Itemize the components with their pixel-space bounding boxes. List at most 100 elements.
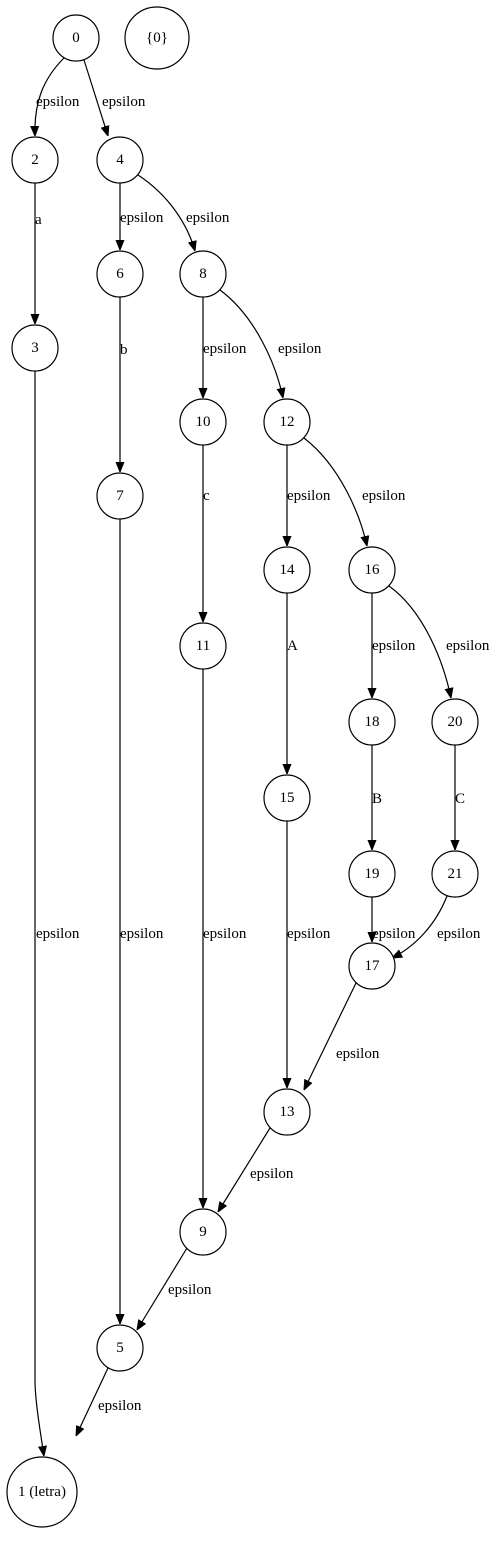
- state-node-4: 4: [96, 136, 144, 184]
- edge-label-4-to-6: epsilon: [120, 210, 164, 226]
- edge-label-16-to-18: epsilon: [372, 638, 416, 654]
- edge-16-to-20: [388, 585, 451, 698]
- state-node-12: 12: [263, 398, 311, 446]
- state-node-5: 5: [96, 1324, 144, 1372]
- state-node-10: 10: [179, 398, 227, 446]
- state-circle: [348, 546, 396, 594]
- state-circle: [348, 942, 396, 990]
- state-label: 2: [31, 152, 39, 168]
- state-circle: [263, 398, 311, 446]
- edge-5-to-1: [76, 1367, 109, 1436]
- state-node-6: 6: [96, 250, 144, 298]
- state-node-1: 1 (letra): [6, 1456, 78, 1528]
- edge-label-0-to-2: epsilon: [36, 94, 80, 110]
- state-circle: [179, 1208, 227, 1256]
- edge-label-3-to-1: epsilon: [36, 926, 80, 942]
- state-node-20: 20: [431, 698, 479, 746]
- edge-label-19-to-17: epsilon: [372, 926, 416, 942]
- state-circle: [431, 850, 479, 898]
- state-circle: [263, 546, 311, 594]
- state-label: 6: [116, 266, 124, 282]
- edge-label-0-to-4: epsilon: [102, 94, 146, 110]
- state-circle: [96, 472, 144, 520]
- state-circle: [348, 698, 396, 746]
- edge-label-11-to-9: epsilon: [203, 926, 247, 942]
- state-label: 0: [72, 30, 80, 46]
- state-circle: [431, 698, 479, 746]
- state-set-ellipse: [124, 6, 190, 70]
- state-label: 5: [116, 1340, 124, 1356]
- edge-0-to-4: [83, 59, 108, 136]
- state-label: 17: [365, 958, 381, 974]
- edge-label-13-to-9: epsilon: [250, 1166, 294, 1182]
- state-label: 20: [448, 714, 463, 730]
- state-circle: [11, 324, 59, 372]
- state-node-11: 11: [179, 622, 227, 670]
- state-circle: [96, 136, 144, 184]
- state-node-3: 3: [11, 324, 59, 372]
- state-node-13: 13: [263, 1088, 311, 1136]
- edge-0-to-2: [35, 57, 65, 136]
- state-label: 16: [365, 562, 381, 578]
- edge-label-8-to-12: epsilon: [278, 341, 322, 357]
- state-node-19: 19: [348, 850, 396, 898]
- state-circle: [179, 398, 227, 446]
- edge-label-4-to-8: epsilon: [186, 210, 230, 226]
- state-label: 21: [448, 866, 463, 882]
- state-label: 12: [280, 414, 295, 430]
- edge-9-to-5: [137, 1247, 188, 1330]
- state-node-0: 0: [52, 14, 100, 62]
- edge-label-6-to-7: b: [120, 342, 128, 358]
- state-circle: [6, 1456, 78, 1528]
- state-circle: [348, 850, 396, 898]
- state-node-17: 17: [348, 942, 396, 990]
- state-node-21: 21: [431, 850, 479, 898]
- edge-label-9-to-5: epsilon: [168, 1282, 212, 1298]
- state-label: 7: [116, 488, 124, 504]
- state-node-16: 16: [348, 546, 396, 594]
- edge-label-16-to-20: epsilon: [446, 638, 490, 654]
- state-node-14: 14: [263, 546, 311, 594]
- edge-8-to-12: [219, 289, 283, 398]
- edge-label-2-to-3: a: [35, 212, 42, 228]
- state-label: 1 (letra): [18, 1484, 66, 1500]
- edge-13-to-9: [218, 1127, 271, 1212]
- state-circle: [179, 250, 227, 298]
- state-circle: [96, 250, 144, 298]
- edge-label-14-to-15: A: [287, 638, 298, 654]
- edge-label-5-to-1: epsilon: [98, 1398, 142, 1414]
- state-label: 10: [196, 414, 211, 430]
- state-circle: [263, 1088, 311, 1136]
- edge-label-12-to-14: epsilon: [287, 488, 331, 504]
- edge-label-15-to-13: epsilon: [287, 926, 331, 942]
- state-set-node: {0}: [124, 6, 190, 70]
- edge-label-10-to-11: c: [203, 488, 210, 504]
- state-label: 15: [280, 790, 295, 806]
- edge-4-to-8: [137, 174, 195, 251]
- state-label: 8: [199, 266, 207, 282]
- edges-layer: [34, 57, 455, 1456]
- state-circle: [96, 1324, 144, 1372]
- state-node-2: 2: [11, 136, 59, 184]
- state-label: 13: [280, 1104, 295, 1120]
- state-node-15: 15: [263, 774, 311, 822]
- state-label: 11: [196, 638, 210, 654]
- edge-21-to-17: [392, 895, 448, 958]
- state-label: 3: [31, 340, 39, 356]
- state-label: 4: [116, 152, 124, 168]
- state-set-label: {0}: [146, 30, 168, 46]
- edge-label-21-to-17: epsilon: [437, 926, 481, 942]
- edge-label-12-to-16: epsilon: [362, 488, 406, 504]
- edge-label-17-to-13: epsilon: [336, 1046, 380, 1062]
- edge-label-8-to-10: epsilon: [203, 341, 247, 357]
- state-circle: [52, 14, 100, 62]
- edge-label-20-to-21: C: [455, 791, 465, 807]
- state-node-7: 7: [96, 472, 144, 520]
- edge-3-to-1: [34, 371, 44, 1456]
- state-node-18: 18: [348, 698, 396, 746]
- state-node-8: 8: [179, 250, 227, 298]
- state-label: 14: [280, 562, 296, 578]
- state-circle: [179, 622, 227, 670]
